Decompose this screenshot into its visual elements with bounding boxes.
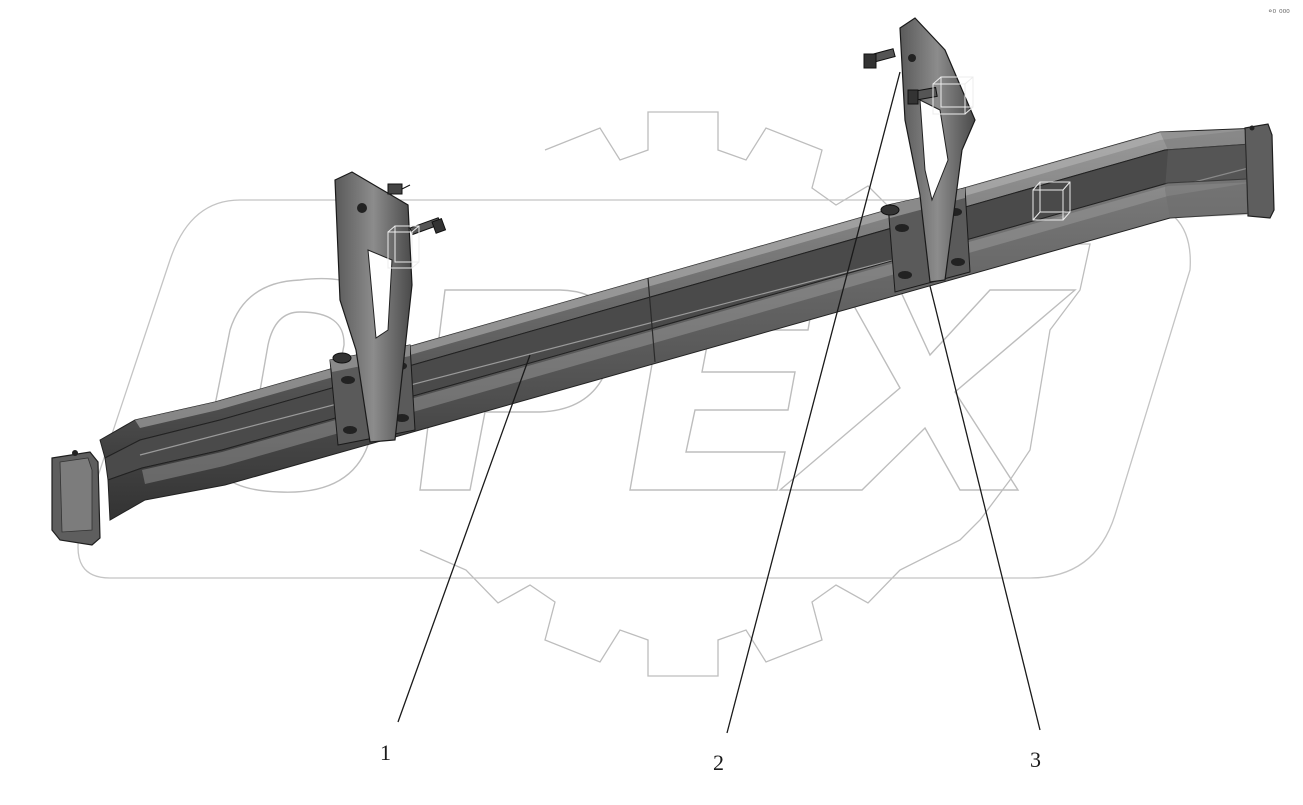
watermark-frame: [77, 199, 1191, 579]
right-bracket: [863, 17, 976, 293]
callout-label-2: 2: [713, 750, 724, 775]
leader-lines: [397, 71, 1041, 734]
corner-mark: °⁰ ⁰⁰⁰: [1268, 9, 1290, 19]
watermark-gear: [419, 111, 1091, 677]
leader-line-3: [929, 285, 1041, 731]
leader-line-1: [397, 354, 531, 723]
callout-label-1: 1: [380, 740, 391, 765]
callout-label-3: 3: [1030, 747, 1041, 772]
left-bracket: [329, 171, 447, 446]
leader-line-2: [726, 71, 901, 734]
bumper-beam: [51, 123, 1275, 546]
